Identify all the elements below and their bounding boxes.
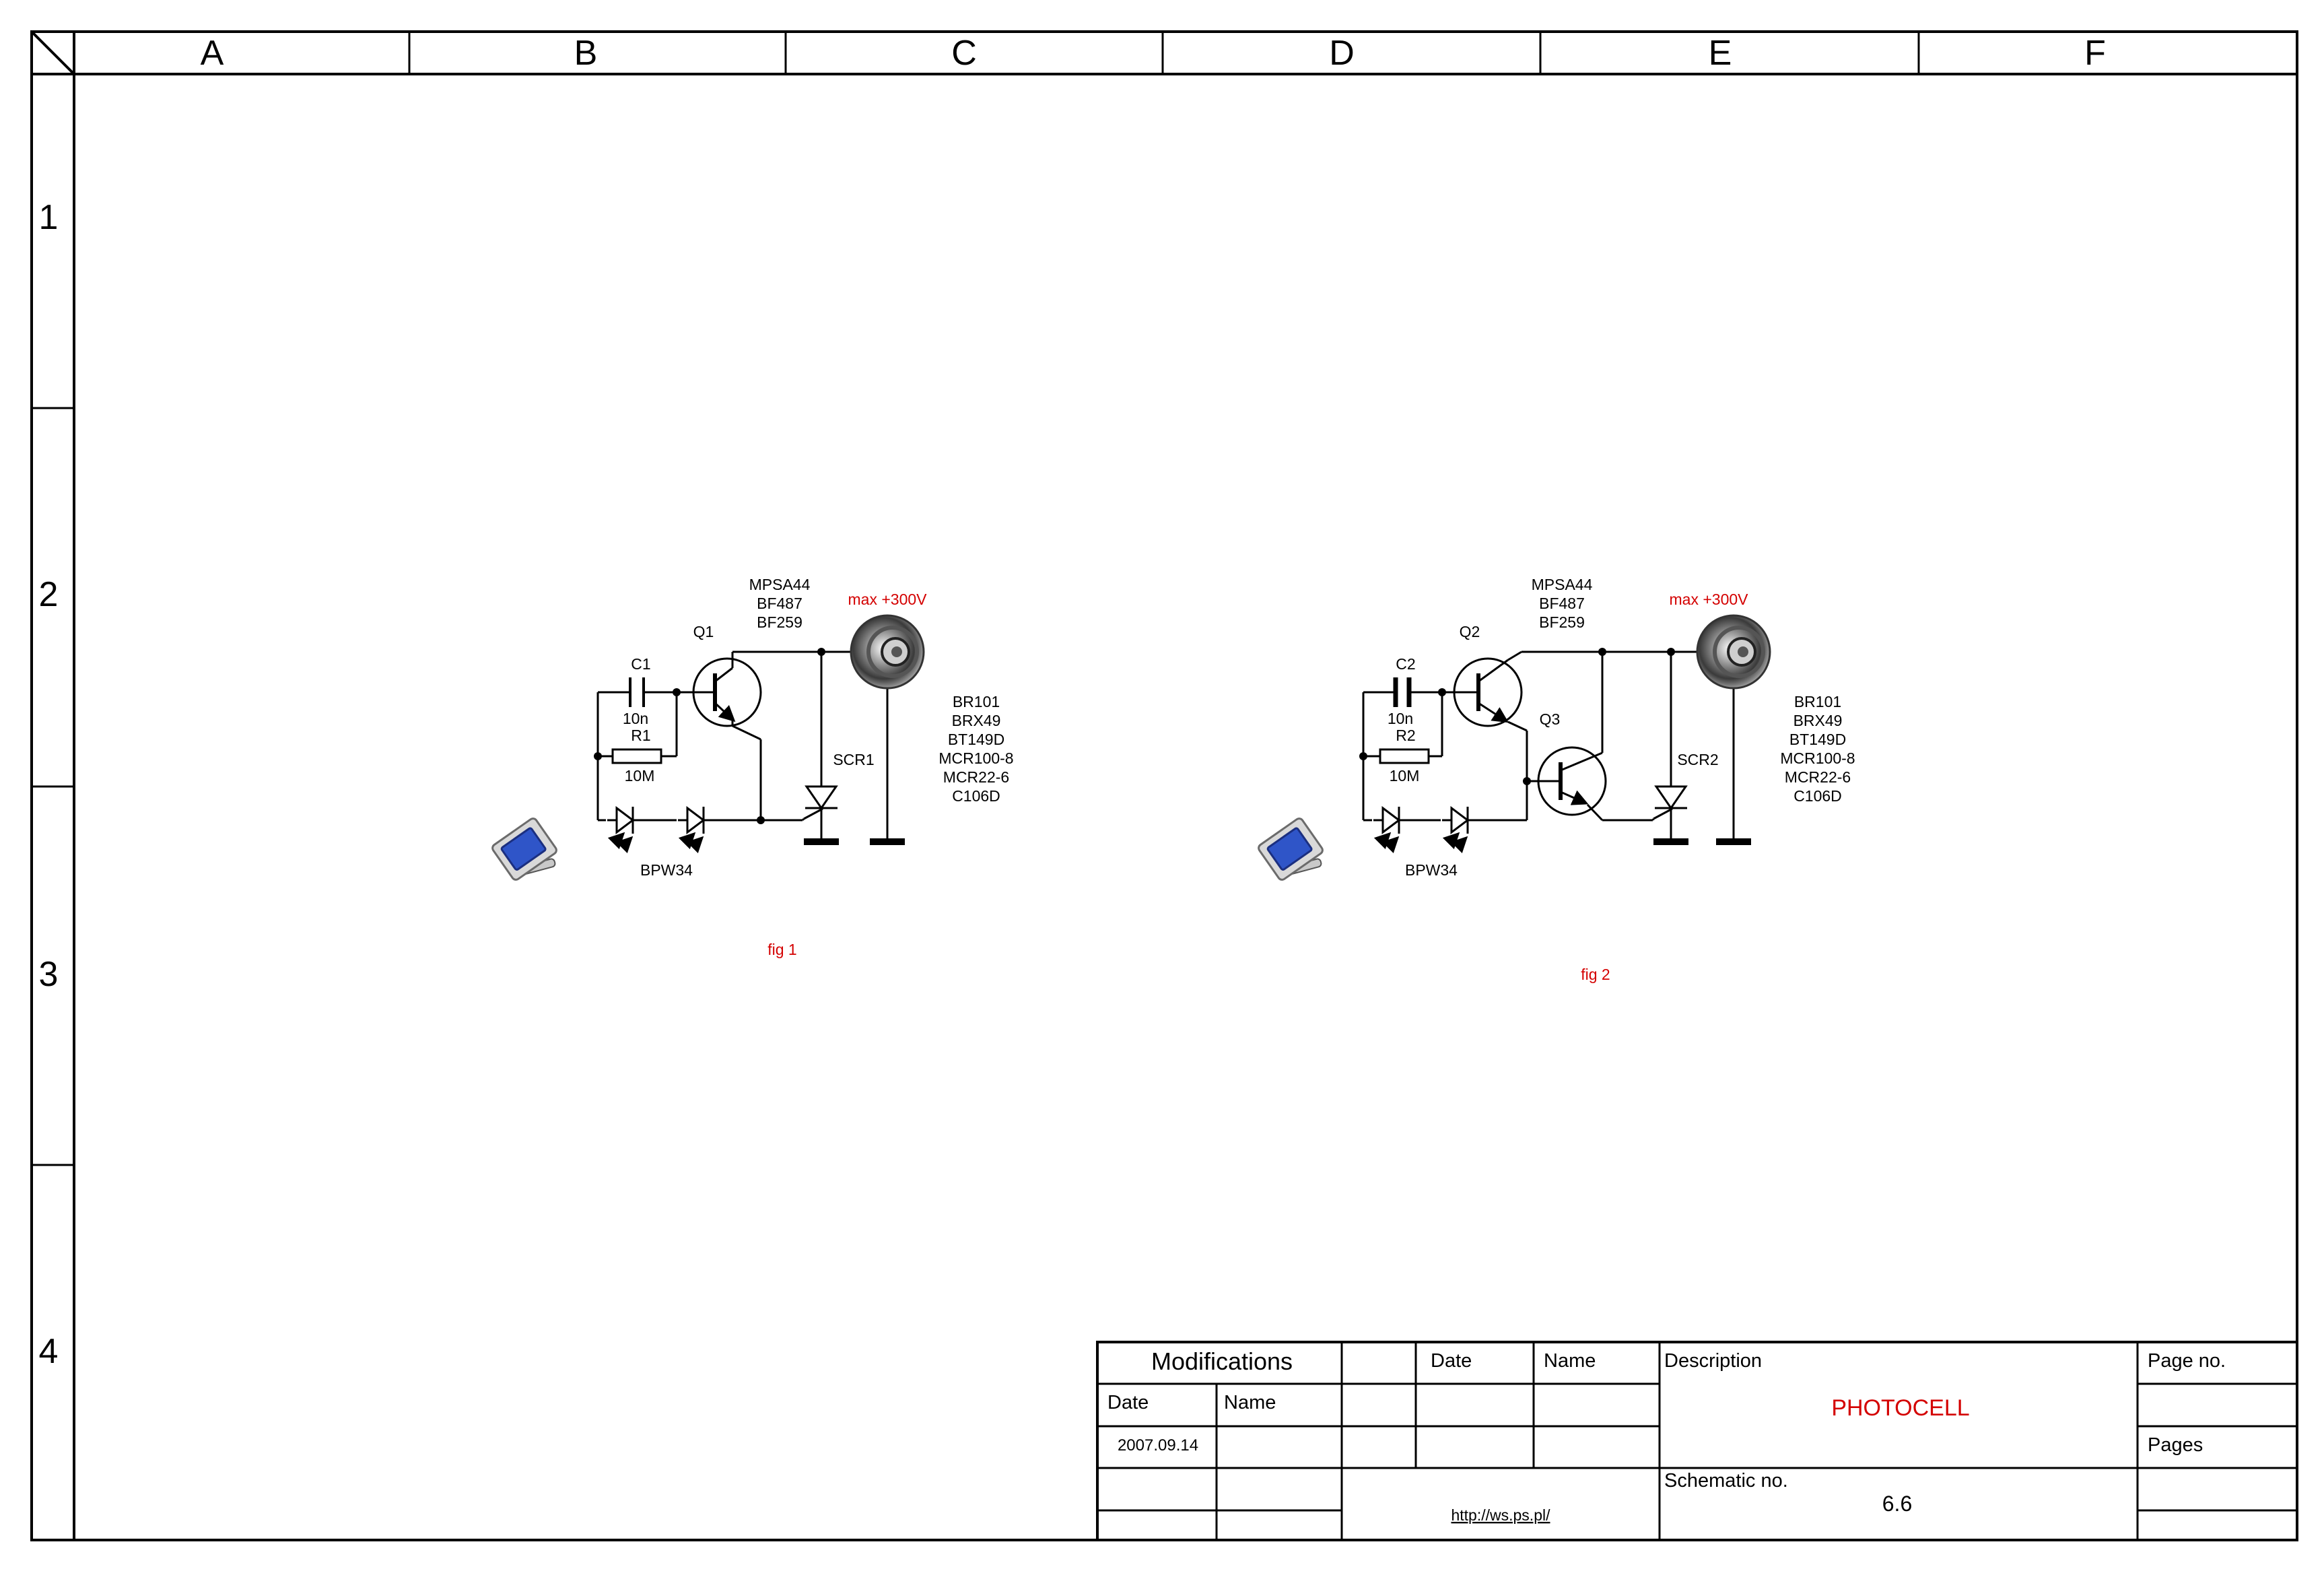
column-a: A [201, 34, 224, 73]
fig2-scr-label: SCR2 [1677, 751, 1718, 768]
fig2-caption: fig 2 [1581, 966, 1610, 983]
fig2-scr-type-3: BT149D [1789, 731, 1846, 748]
fig1-photodiode-label: BPW34 [640, 861, 693, 879]
fig2-scr-type-4: MCR100-8 [1780, 749, 1855, 767]
fig2-voltage: max +300V [1670, 591, 1749, 608]
fig1-r1-label: R1 [631, 727, 650, 744]
neon-lamp-icon [1697, 615, 1770, 688]
column-e: E [1709, 34, 1732, 73]
title-block-text: Modifications Date Name Date Name 2007.0… [1107, 1347, 2226, 1516]
page-no-label: Page no. [2148, 1350, 2226, 1372]
fig2-transistor-type-2: BF487 [1539, 595, 1585, 612]
drawing-title: PHOTOCELL [1831, 1395, 1969, 1421]
fig2-photodiode-label: BPW34 [1405, 861, 1458, 879]
website-link[interactable]: http://ws.ps.pl/ [1451, 1506, 1550, 1524]
fig1-scr-type-4: MCR100-8 [938, 749, 1013, 767]
fig1-r1-value: 10M [625, 767, 655, 784]
fig1-transistor-type-2: BF487 [757, 595, 802, 612]
description-label: Description [1664, 1350, 1762, 1372]
fig1-labels: MPSA44 BF487 BF259 max +300V Q1 C1 10n R… [623, 576, 1014, 958]
fig2-r2-label: R2 [1396, 727, 1415, 744]
row-3: 3 [39, 955, 59, 994]
fig2-q2-label: Q2 [1460, 623, 1480, 640]
fig1-scr-type-5: MCR22-6 [943, 768, 1009, 786]
fig1-circuit [489, 615, 924, 883]
row-labels: 1 2 3 4 [39, 198, 59, 1371]
name-header: Name [1224, 1392, 1276, 1413]
fig2-labels: MPSA44 BF487 BF259 max +300V Q2 Q3 C2 10… [1388, 576, 1855, 983]
pages-label: Pages [2148, 1434, 2203, 1456]
fig1-transistor-type-3: BF259 [757, 613, 802, 631]
photodiode-part-icon [489, 815, 559, 883]
fig2-transistor-type-3: BF259 [1539, 613, 1585, 631]
fig1-scr-label: SCR1 [833, 751, 874, 768]
column-d: D [1329, 34, 1355, 73]
date-header: Date [1107, 1392, 1149, 1413]
fig1-scr-type-3: BT149D [948, 731, 1004, 748]
fig1-scr-type-2: BRX49 [952, 712, 1001, 729]
row-1: 1 [39, 198, 59, 237]
column-labels: A B C D E F [201, 34, 2106, 73]
fig1-voltage: max +300V [848, 591, 928, 608]
fig2-scr-type-6: C106D [1793, 787, 1842, 805]
fig2-r2-value: 10M [1390, 767, 1420, 784]
schematic-no: 6.6 [1882, 1492, 1912, 1516]
fig1-scr-type-1: BR101 [953, 693, 1000, 710]
neon-lamp-icon [851, 615, 924, 688]
fig2-circuit [1256, 615, 1770, 883]
title-block [1096, 1341, 2298, 1541]
schematic-no-label: Schematic no. [1664, 1470, 1788, 1492]
fig2-transistor-type-1: MPSA44 [1532, 576, 1593, 593]
fig2-scr-type-1: BR101 [1794, 693, 1841, 710]
fig1-c1-value: 10n [623, 710, 648, 727]
drawing-frame [30, 30, 2298, 1541]
date-header-top: Date [1431, 1350, 1472, 1372]
row-4: 4 [39, 1332, 59, 1371]
fig2-scr-type-2: BRX49 [1793, 712, 1843, 729]
fig2-scr-type-5: MCR22-6 [1785, 768, 1851, 786]
fig2-q3-label: Q3 [1540, 710, 1561, 728]
fig1-transistor-type-1: MPSA44 [749, 576, 811, 593]
row-2: 2 [39, 575, 59, 614]
column-f: F [2084, 34, 2106, 73]
website-link-text[interactable]: http://ws.ps.pl/ [1451, 1506, 1550, 1524]
modifications-label: Modifications [1151, 1347, 1293, 1375]
photodiode-part-icon [1256, 815, 1326, 883]
column-c: C [951, 34, 977, 73]
column-b: B [574, 34, 598, 73]
modification-date: 2007.09.14 [1118, 1436, 1198, 1455]
fig2-c2-value: 10n [1388, 710, 1413, 727]
fig1-c1-label: C1 [631, 655, 650, 673]
fig2-c2-label: C2 [1396, 655, 1415, 673]
fig1-scr-type-6: C106D [952, 787, 1000, 805]
name-header-top: Name [1544, 1350, 1596, 1372]
fig1-q1-label: Q1 [693, 623, 714, 640]
fig1-caption: fig 1 [767, 941, 796, 958]
